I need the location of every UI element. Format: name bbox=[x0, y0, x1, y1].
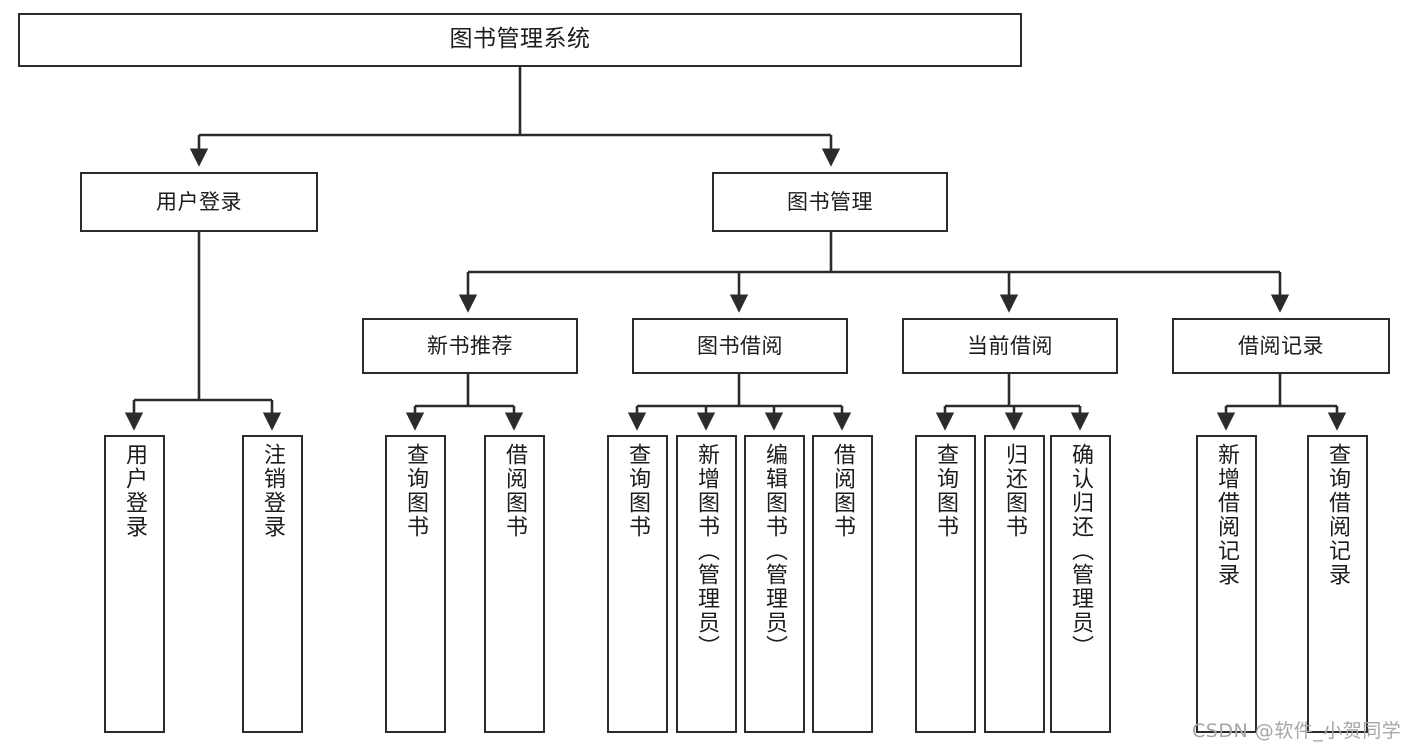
node-book-borrow[interactable]: 图书借阅 bbox=[632, 318, 848, 374]
leaf-query-book-borrow-label: 查询图书 bbox=[625, 443, 651, 539]
leaf-confirm-return-admin-label: 确认归还（管理员） bbox=[1068, 443, 1094, 659]
leaf-add-borrow-record-label: 新增借阅记录 bbox=[1214, 443, 1240, 587]
node-user-login[interactable]: 用户登录 bbox=[80, 172, 318, 232]
leaf-borrow-book[interactable]: 借阅图书 bbox=[812, 435, 873, 733]
node-book-borrow-label: 图书借阅 bbox=[697, 333, 783, 358]
node-current-borrow-label: 当前借阅 bbox=[967, 333, 1053, 358]
leaf-query-book-recommend[interactable]: 查询图书 bbox=[385, 435, 446, 733]
leaf-edit-book-admin[interactable]: 编辑图书（管理员） bbox=[744, 435, 805, 733]
leaf-query-borrow-record[interactable]: 查询借阅记录 bbox=[1307, 435, 1368, 733]
node-book-management[interactable]: 图书管理 bbox=[712, 172, 948, 232]
node-new-book-recommend-label: 新书推荐 bbox=[427, 333, 513, 358]
leaf-add-borrow-record[interactable]: 新增借阅记录 bbox=[1196, 435, 1257, 733]
csdn-watermark: CSDN @软件_小贺同学 bbox=[1192, 720, 1402, 742]
node-root[interactable]: 图书管理系统 bbox=[18, 13, 1022, 67]
node-new-book-recommend[interactable]: 新书推荐 bbox=[362, 318, 578, 374]
leaf-query-borrow-record-label: 查询借阅记录 bbox=[1325, 443, 1351, 587]
leaf-add-book-admin-label: 新增图书（管理员） bbox=[694, 443, 720, 659]
node-user-login-label: 用户登录 bbox=[156, 189, 242, 214]
leaf-user-login-label: 用户登录 bbox=[122, 443, 148, 539]
leaf-add-book-admin[interactable]: 新增图书（管理员） bbox=[676, 435, 737, 733]
leaf-logout-label: 注销登录 bbox=[260, 443, 286, 539]
leaf-query-book-recommend-label: 查询图书 bbox=[403, 443, 429, 539]
leaf-borrow-book-recommend-label: 借阅图书 bbox=[502, 443, 528, 539]
leaf-borrow-book-label: 借阅图书 bbox=[830, 443, 856, 539]
leaf-query-book-current-label: 查询图书 bbox=[933, 443, 959, 539]
node-root-label: 图书管理系统 bbox=[449, 26, 591, 53]
node-current-borrow[interactable]: 当前借阅 bbox=[902, 318, 1118, 374]
leaf-edit-book-admin-label: 编辑图书（管理员） bbox=[762, 443, 788, 659]
leaf-return-book[interactable]: 归还图书 bbox=[984, 435, 1045, 733]
node-book-management-label: 图书管理 bbox=[787, 189, 873, 214]
leaf-confirm-return-admin[interactable]: 确认归还（管理员） bbox=[1050, 435, 1111, 733]
leaf-logout[interactable]: 注销登录 bbox=[242, 435, 303, 733]
node-borrow-record[interactable]: 借阅记录 bbox=[1172, 318, 1390, 374]
leaf-borrow-book-recommend[interactable]: 借阅图书 bbox=[484, 435, 545, 733]
leaf-query-book-current[interactable]: 查询图书 bbox=[915, 435, 976, 733]
node-borrow-record-label: 借阅记录 bbox=[1238, 333, 1324, 358]
leaf-user-login[interactable]: 用户登录 bbox=[104, 435, 165, 733]
leaf-return-book-label: 归还图书 bbox=[1002, 443, 1028, 539]
leaf-query-book-borrow[interactable]: 查询图书 bbox=[607, 435, 668, 733]
